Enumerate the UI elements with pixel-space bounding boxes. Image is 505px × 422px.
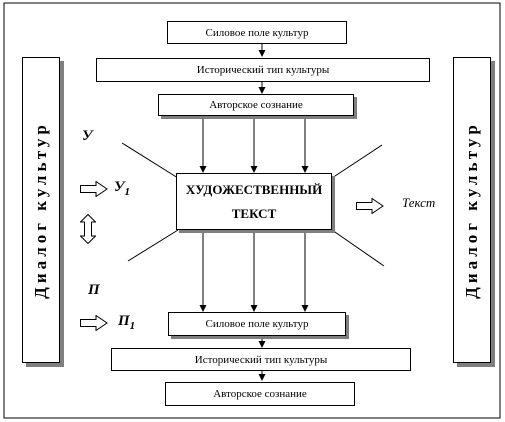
artistic-text-line1: ХУДОЖЕСТВЕННЫЙ <box>185 182 323 197</box>
label-p1-sub: 1 <box>129 320 136 332</box>
artistic-text-box: ХУДОЖЕСТВЕННЫЙ ТЕКСТ <box>176 173 332 230</box>
ray-lower-left <box>127 229 179 262</box>
artistic-text-line2: ТЕКСТ <box>231 206 277 221</box>
label-u: У <box>82 128 93 144</box>
left-dialogue-label: Диалог культур <box>31 121 50 299</box>
left-dialogue-panel: Диалог культур <box>22 57 60 363</box>
block-arrow-right-text <box>356 198 384 214</box>
label-text: Текст <box>402 195 436 210</box>
ray-upper-left <box>121 142 179 179</box>
label-u1-sub: 1 <box>124 186 130 198</box>
block-arrow-right-p1 <box>80 315 108 331</box>
label-p1-main: П <box>118 313 130 329</box>
ray-upper-right <box>331 144 383 179</box>
ray-lower-right <box>331 229 385 267</box>
bottom-historical-type-box: Исторический тип культуры <box>111 348 411 371</box>
bottom-author-consciousness-box: Авторское сознание <box>165 382 355 406</box>
right-dialogue-label: Диалог культур <box>462 121 481 299</box>
top-cultures-field-box: Силовое поле культур <box>167 21 347 44</box>
block-arrow-right-u1 <box>80 181 108 197</box>
bottom-cultures-field-box: Силовое поле культур <box>168 312 346 336</box>
top-author-consciousness-box: Авторское сознание <box>158 94 354 116</box>
right-dialogue-panel: Диалог культур <box>453 57 491 363</box>
top-historical-type-box: Исторический тип культуры <box>96 58 430 82</box>
block-arrow-double-vertical <box>80 214 96 244</box>
outer-frame <box>3 2 501 419</box>
label-p: П <box>88 282 100 298</box>
label-u1-main: У <box>114 179 125 195</box>
label-p1: П1 <box>118 313 135 332</box>
label-u1: У1 <box>114 179 130 198</box>
